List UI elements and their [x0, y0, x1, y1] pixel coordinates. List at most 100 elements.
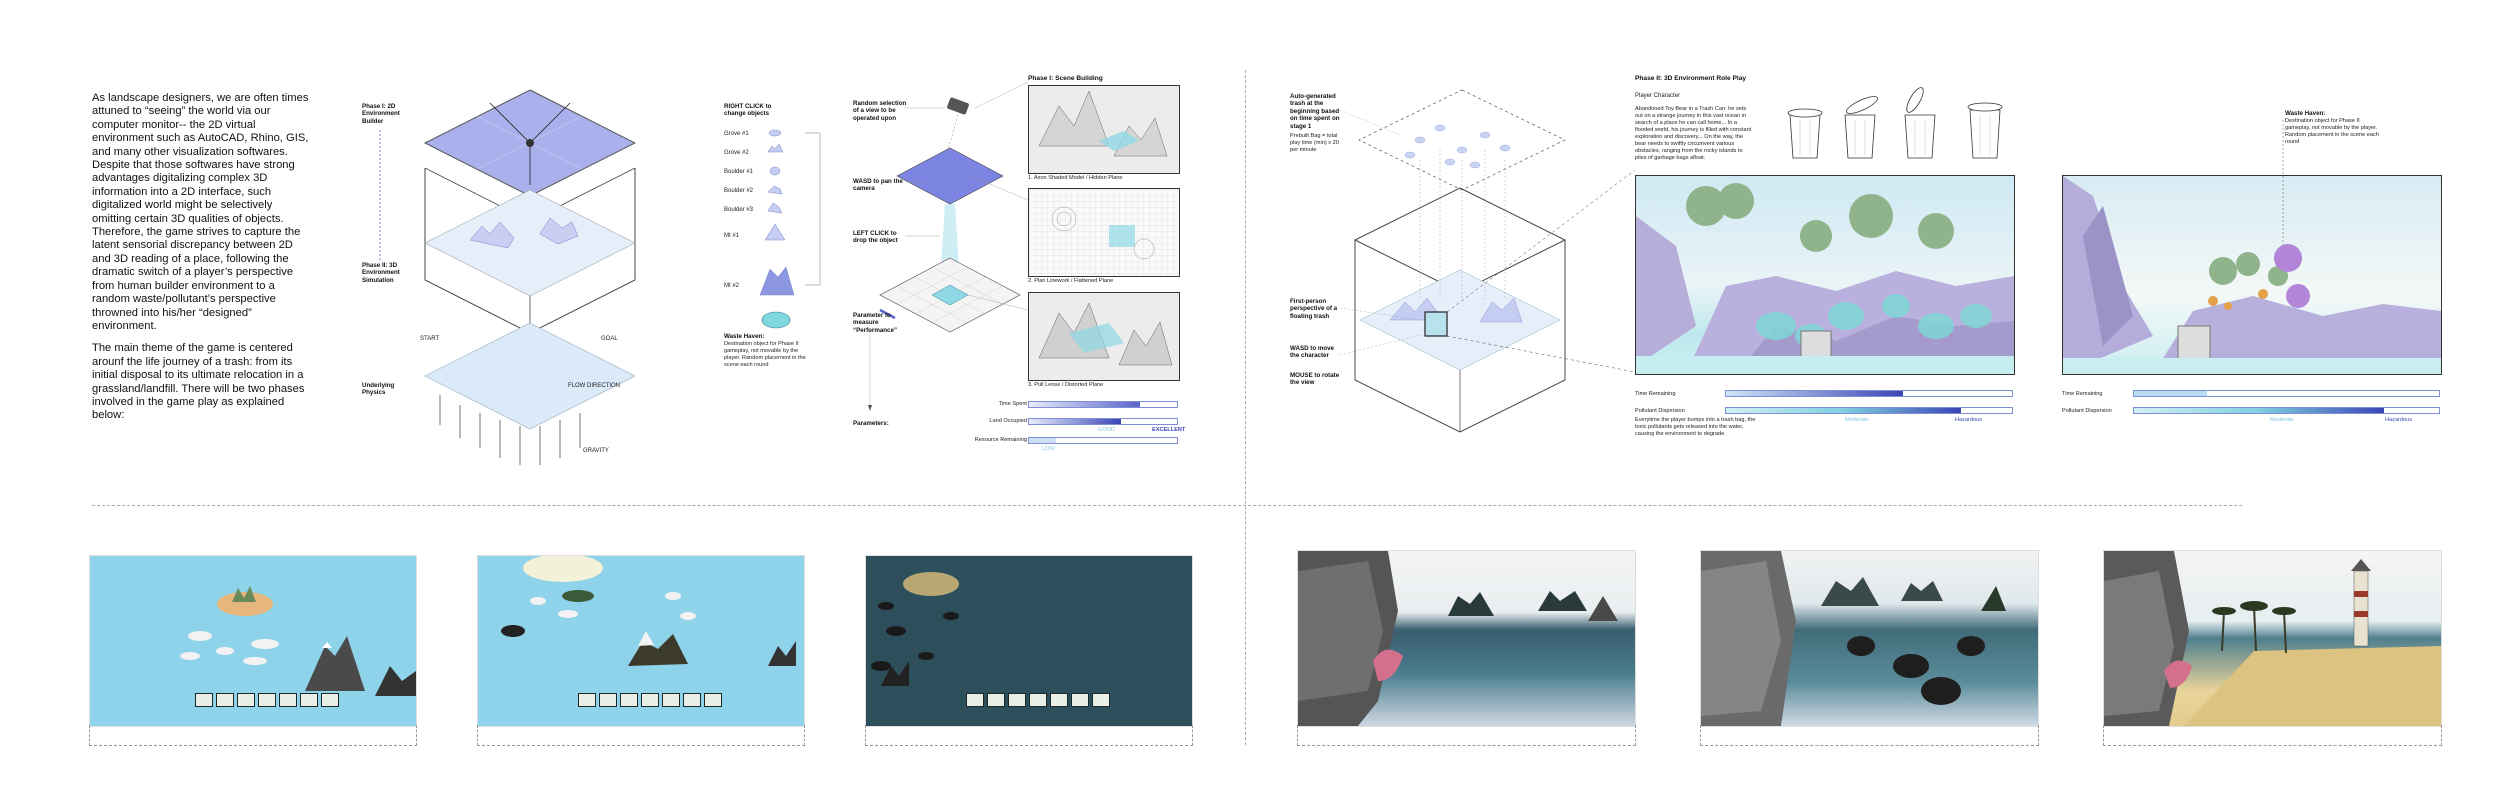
frame-2	[477, 725, 805, 746]
pull-lense-panel	[1028, 292, 1180, 381]
land-occupied-label: Land Occupied	[989, 418, 1027, 424]
phase2-screenshot-2	[1700, 550, 2039, 727]
toolbar-slot[interactable]	[216, 693, 234, 707]
resource-remaining-bar	[1028, 437, 1178, 444]
object-mt-1[interactable]: Mt #1	[724, 233, 740, 239]
start-label: START	[420, 336, 440, 342]
objects-header: RIGHT CLICK to change objects	[724, 103, 772, 118]
low-label: LOW	[1042, 446, 1055, 452]
param-measure-label: Parameter to measure “Performance”	[853, 312, 898, 334]
toolbar-slot[interactable]	[1071, 693, 1089, 707]
time-spent-bar	[1028, 401, 1178, 408]
toolbar-slot[interactable]	[662, 693, 680, 707]
caption-axon: 1. Axon Shaded Model / Hidden Plane	[1028, 175, 1123, 181]
toolbar-slot[interactable]	[300, 693, 318, 707]
object-grove-1[interactable]: Grove #1	[724, 131, 749, 137]
phase2-waste-haven-title: Waste Haven:	[2285, 110, 2326, 117]
first-person-label: First-person perspective of a floating t…	[1290, 298, 1338, 320]
moderate-label-1: Moderate	[1845, 417, 1869, 423]
toolbar-slot[interactable]	[321, 693, 339, 707]
center-divider	[1245, 70, 1246, 745]
story-text: Abandoned Toy Bear in a Trash Can: he se…	[1635, 106, 1752, 161]
toolbar-slot[interactable]	[620, 693, 638, 707]
frame-1	[89, 725, 417, 746]
time-spent-label: Time Spent	[998, 401, 1027, 407]
land-occupied-bar	[1028, 418, 1178, 425]
object-boulder-1[interactable]: Boulder #1	[724, 169, 754, 175]
moderate-label-2: Moderate	[2270, 417, 2294, 423]
phase1-label: Phase I: 2D Environment Builder	[362, 103, 400, 125]
toolbar-slot[interactable]	[578, 693, 596, 707]
wasd-pan-label: WASD to pan the camera	[853, 178, 903, 193]
intro-text: As landscape designers, we are often tim…	[92, 92, 312, 432]
toolbar-slot[interactable]	[641, 693, 659, 707]
pollutant-label-2: Pollutant Dispersion	[2062, 408, 2112, 414]
toolbar-slot[interactable]	[966, 693, 984, 707]
resource-remaining-label: Resource Remaining	[974, 437, 1027, 443]
toolbar-slot[interactable]	[683, 693, 701, 707]
mouse-rotate-label: MOUSE to rotate the view	[1290, 372, 1340, 387]
caption-pull-lense: 3. Pull Lense / Distorted Plane	[1028, 382, 1104, 388]
auto-trash-label: Auto-generated trash at the beginning ba…	[1290, 93, 1340, 130]
phase1-screenshot-3	[865, 555, 1193, 727]
object-toolbar-1[interactable]	[195, 693, 339, 707]
objects-waste-haven-desc: Destination object for Phase II gameplay…	[724, 341, 806, 368]
toolbar-slot[interactable]	[987, 693, 1005, 707]
pollutant-bar-2	[2133, 407, 2440, 414]
toolbar-slot[interactable]	[1008, 693, 1026, 707]
prebuilt-formula-label: Prebuilt Bag = total play time (min) x 2…	[1290, 133, 1339, 153]
phase2-header: Phase II: 3D Environment Role Play	[1635, 75, 1747, 82]
player-character-label: Player Character	[1635, 93, 1681, 99]
toolbar-slot[interactable]	[1050, 693, 1068, 707]
object-grove-2[interactable]: Grove #2	[724, 150, 749, 156]
goal-label: GOAL	[601, 336, 618, 342]
frame-4	[1297, 725, 1636, 746]
caption-plan: 2. Plan Linework / Flattened Plane	[1028, 278, 1114, 284]
toolbar-slot[interactable]	[1029, 693, 1047, 707]
hazardous-label-1: Hazardous	[1955, 417, 1983, 423]
time-remaining-bar-1	[1725, 390, 2013, 397]
object-boulder-3[interactable]: Boulder #3	[724, 207, 754, 213]
underlying-physics-label: Underlying Physics	[362, 382, 395, 397]
time-remaining-label-1: Time Remaining	[1635, 391, 1676, 397]
phase2-screenshot-3	[2103, 550, 2442, 727]
toolbar-slot[interactable]	[237, 693, 255, 707]
intro-paragraph-2: The main theme of the game is centered a…	[92, 342, 305, 422]
phase1-screenshot-2	[477, 555, 805, 727]
phase2-screenshot-1	[1297, 550, 1636, 727]
toolbar-slot[interactable]	[279, 693, 297, 707]
frame-6	[2103, 725, 2442, 746]
frame-3	[865, 725, 1193, 746]
pollutant-bar-1	[1725, 407, 2013, 414]
wasd-move-label: WASD to move the character	[1290, 345, 1335, 360]
time-remaining-bar-2	[2133, 390, 2440, 397]
damage-note: Everytime the player bumps into a trash …	[1635, 417, 1756, 437]
phase1-screenshot-1	[89, 555, 417, 727]
toolbar-slot[interactable]	[258, 693, 276, 707]
toolbar-slot[interactable]	[195, 693, 213, 707]
random-view-label: Random selection of a view to be operate…	[853, 100, 907, 122]
axon-shaded-panel	[1028, 85, 1180, 174]
phase2-render-2	[2062, 175, 2442, 375]
toolbar-slot[interactable]	[1092, 693, 1110, 707]
parameters-label: Parameters:	[853, 420, 889, 427]
good-label: GOOD	[1098, 427, 1116, 433]
pollutant-label-1: Pollutant Dispersion	[1635, 408, 1685, 414]
toolbar-slot[interactable]	[599, 693, 617, 707]
scene-building-header: Phase I: Scene Building	[1028, 75, 1103, 82]
object-toolbar-3[interactable]	[966, 693, 1110, 707]
row-divider	[92, 505, 2242, 506]
time-remaining-label-2: Time Remaining	[2062, 391, 2103, 397]
phase2-label: Phase II: 3D Environment Simulation	[362, 262, 400, 284]
gravity-label: GRAVITY	[583, 448, 609, 454]
flow-direction-label: FLOW DIRECTION	[568, 383, 620, 389]
object-boulder-2[interactable]: Boulder #2	[724, 188, 754, 194]
excellent-label: EXCELLENT	[1152, 427, 1186, 433]
object-mt-2[interactable]: Mt #2	[724, 283, 740, 289]
toolbar-slot[interactable]	[704, 693, 722, 707]
objects-waste-haven-title: Waste Haven:	[724, 333, 765, 340]
object-toolbar-2[interactable]	[578, 693, 722, 707]
hazardous-label-2: Hazardous	[2385, 417, 2413, 423]
phase2-render-1	[1635, 175, 2015, 375]
phase2-waste-haven-desc: Destination object for Phase II gameplay…	[2285, 118, 2379, 145]
